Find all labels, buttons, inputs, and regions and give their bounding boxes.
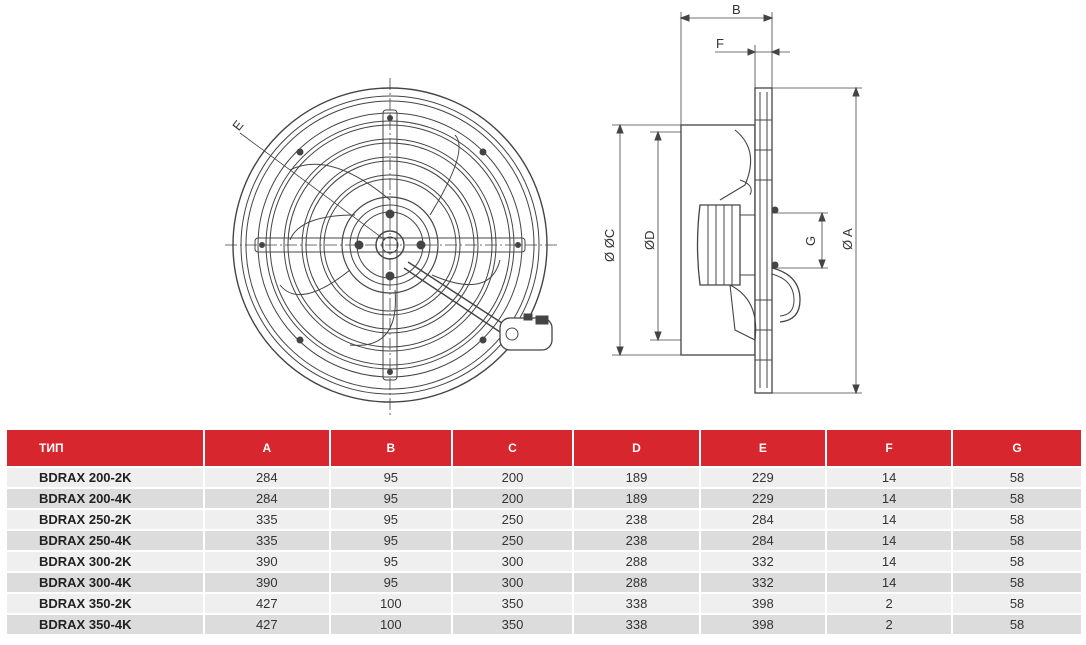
value-cell: 250 bbox=[452, 529, 575, 550]
column-header-type: ТИП bbox=[7, 430, 205, 466]
side-view bbox=[612, 12, 862, 395]
value-cell: 284 bbox=[700, 529, 828, 550]
value-cell: 14 bbox=[827, 529, 954, 550]
dim-e-label: E bbox=[229, 117, 246, 133]
model-cell: BDRAX 350-2K bbox=[7, 592, 205, 613]
dim-f-label: F bbox=[716, 36, 724, 51]
value-cell: 14 bbox=[827, 508, 954, 529]
value-cell: 58 bbox=[953, 550, 1081, 571]
dim-g-label: G bbox=[803, 236, 818, 246]
value-cell: 95 bbox=[330, 550, 453, 571]
value-cell: 350 bbox=[452, 613, 575, 634]
value-cell: 58 bbox=[953, 466, 1081, 487]
dim-d-label: ØD bbox=[642, 231, 657, 251]
fan-drawing-svg: E bbox=[225, 2, 862, 415]
value-cell: 335 bbox=[204, 508, 331, 529]
value-cell: 427 bbox=[204, 613, 331, 634]
model-cell: BDRAX 350-4K bbox=[7, 613, 205, 634]
model-cell: BDRAX 250-4K bbox=[7, 529, 205, 550]
front-view bbox=[225, 78, 560, 415]
value-cell: 95 bbox=[330, 466, 453, 487]
column-header-g: G bbox=[953, 430, 1081, 466]
value-cell: 58 bbox=[953, 529, 1081, 550]
dim-b-label: B bbox=[732, 2, 741, 17]
dim-c-label: Ø ØC bbox=[602, 229, 617, 262]
value-cell: 398 bbox=[700, 613, 828, 634]
model-cell: BDRAX 200-4K bbox=[7, 487, 205, 508]
value-cell: 58 bbox=[953, 571, 1081, 592]
junction-box bbox=[499, 313, 553, 351]
value-cell: 390 bbox=[204, 571, 331, 592]
technical-drawing: E bbox=[225, 2, 862, 415]
value-cell: 58 bbox=[953, 613, 1081, 634]
column-header-c: C bbox=[452, 430, 575, 466]
value-cell: 288 bbox=[574, 550, 701, 571]
value-cell: 14 bbox=[827, 466, 954, 487]
value-cell: 300 bbox=[452, 550, 575, 571]
value-cell: 95 bbox=[330, 487, 453, 508]
value-cell: 95 bbox=[330, 529, 453, 550]
value-cell: 390 bbox=[204, 550, 331, 571]
value-cell: 338 bbox=[574, 613, 701, 634]
value-cell: 229 bbox=[700, 466, 828, 487]
value-cell: 350 bbox=[452, 592, 575, 613]
value-cell: 58 bbox=[953, 487, 1081, 508]
model-cell: BDRAX 300-4K bbox=[7, 571, 205, 592]
value-cell: 338 bbox=[574, 592, 701, 613]
value-cell: 14 bbox=[827, 487, 954, 508]
column-header-a: A bbox=[204, 430, 331, 466]
model-cell: BDRAX 200-2K bbox=[7, 466, 205, 487]
column-header-f: F bbox=[827, 430, 954, 466]
value-cell: 58 bbox=[953, 508, 1081, 529]
value-cell: 58 bbox=[953, 592, 1081, 613]
value-cell: 284 bbox=[204, 487, 331, 508]
value-cell: 95 bbox=[330, 508, 453, 529]
value-cell: 2 bbox=[827, 592, 954, 613]
column-header-b: B bbox=[330, 430, 453, 466]
value-cell: 238 bbox=[574, 529, 701, 550]
value-cell: 335 bbox=[204, 529, 331, 550]
column-header-d: D bbox=[574, 430, 701, 466]
value-cell: 100 bbox=[330, 613, 453, 634]
value-cell: 300 bbox=[452, 571, 575, 592]
value-cell: 284 bbox=[204, 466, 331, 487]
value-cell: 238 bbox=[574, 508, 701, 529]
value-cell: 95 bbox=[330, 571, 453, 592]
dim-a-label: Ø A bbox=[840, 228, 855, 250]
value-cell: 189 bbox=[574, 466, 701, 487]
value-cell: 189 bbox=[574, 487, 701, 508]
value-cell: 14 bbox=[827, 571, 954, 592]
column-header-e: E bbox=[700, 430, 828, 466]
value-cell: 284 bbox=[700, 508, 828, 529]
value-cell: 14 bbox=[827, 550, 954, 571]
value-cell: 200 bbox=[452, 466, 575, 487]
value-cell: 2 bbox=[827, 613, 954, 634]
value-cell: 250 bbox=[452, 508, 575, 529]
model-cell: BDRAX 250-2K bbox=[7, 508, 205, 529]
model-cell: BDRAX 300-2K bbox=[7, 550, 205, 571]
value-cell: 398 bbox=[700, 592, 828, 613]
value-cell: 332 bbox=[700, 571, 828, 592]
value-cell: 332 bbox=[700, 550, 828, 571]
value-cell: 229 bbox=[700, 487, 828, 508]
value-cell: 427 bbox=[204, 592, 331, 613]
value-cell: 200 bbox=[452, 487, 575, 508]
value-cell: 288 bbox=[574, 571, 701, 592]
value-cell: 100 bbox=[330, 592, 453, 613]
